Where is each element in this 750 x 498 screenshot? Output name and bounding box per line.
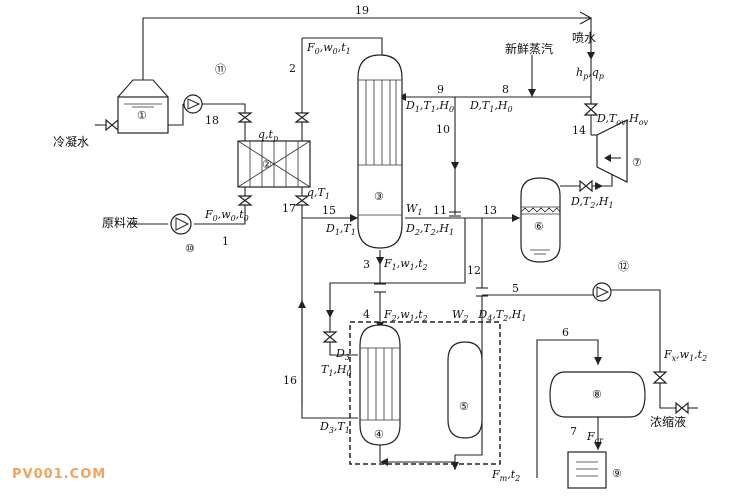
stream-6: 6 bbox=[562, 326, 569, 339]
stream-1: 1 bbox=[222, 235, 229, 248]
equipment-2: ② bbox=[262, 158, 272, 171]
equipment-10: ⑩ bbox=[185, 242, 195, 255]
separator-6 bbox=[520, 177, 561, 263]
stream-7: 7 bbox=[570, 425, 577, 438]
evaporator-4 bbox=[359, 324, 401, 446]
stream-numbers: 1 2 3 4 5 6 7 8 9 10 11 12 13 14 15 16 1… bbox=[205, 4, 586, 438]
heat-exchanger-2 bbox=[237, 140, 311, 188]
stream-2: 2 bbox=[289, 62, 296, 75]
stream-9: 9 bbox=[437, 83, 444, 96]
stream-3: 3 bbox=[363, 258, 370, 271]
stream-19: 19 bbox=[355, 4, 369, 17]
condensate-label: 冷凝水 bbox=[53, 134, 89, 149]
D-T1-H0-label: D,T1,H0 bbox=[469, 99, 513, 114]
D1-T1-H0-top-label: D1,T1,H0 bbox=[405, 99, 454, 114]
equipment-7: ⑦ bbox=[632, 156, 642, 169]
Fm-t2-label: Fm,t2 bbox=[491, 468, 520, 483]
F0-w0-t1-label: F0,w0,t1 bbox=[306, 41, 351, 56]
equipment-12: ⑫ bbox=[618, 260, 629, 273]
valves bbox=[95, 103, 698, 415]
q-T1-label: q,T1 bbox=[307, 186, 330, 201]
equipment-8: ⑧ bbox=[592, 388, 602, 401]
D3-T1-label: D3,T1 bbox=[319, 420, 350, 435]
pump-12 bbox=[592, 282, 612, 302]
watermark: PV001.COM bbox=[12, 467, 106, 482]
stream-15: 15 bbox=[322, 204, 336, 217]
crystallizer-8 bbox=[549, 371, 646, 418]
fresh-steam-label: 新鲜蒸汽 bbox=[505, 41, 553, 56]
D-T2-H1-label: D,T2,H1 bbox=[570, 195, 614, 210]
equipment-5: ⑤ bbox=[459, 400, 469, 413]
stream-17: 17 bbox=[282, 202, 296, 215]
condensate-tank bbox=[117, 79, 169, 134]
stream-16: 16 bbox=[283, 374, 297, 387]
equipment-11: ⑪ bbox=[215, 63, 226, 76]
equipment-4: ④ bbox=[374, 428, 384, 441]
q-tp-label: q,tp bbox=[258, 128, 278, 143]
stream-12: 12 bbox=[467, 264, 481, 277]
equipment-6: ⑥ bbox=[534, 220, 544, 233]
D1-T1-label: D1,T1 bbox=[325, 222, 356, 237]
F1-w1-t2-label: F1,w1,t2 bbox=[383, 257, 428, 272]
stream-8: 8 bbox=[502, 83, 509, 96]
compressor-7 bbox=[591, 119, 628, 183]
evaporator-3 bbox=[357, 54, 403, 249]
separator-5 bbox=[447, 341, 483, 439]
dashed-boundary bbox=[349, 321, 501, 465]
flanges bbox=[374, 211, 488, 297]
Fcr-label: Fcr bbox=[586, 430, 604, 445]
concentrate-label: 浓缩液 bbox=[650, 414, 686, 429]
stream-11: 11 bbox=[433, 204, 447, 217]
W1-label: W1 bbox=[406, 202, 422, 217]
stream-18: 18 bbox=[205, 114, 219, 127]
stream-labels: 喷水 新鲜蒸汽 冷凝水 原料液 浓缩液 q,tp q,T1 F0,w0,t1 F… bbox=[53, 31, 707, 483]
D3-label: D3 bbox=[335, 347, 350, 362]
hp-qp-label: hp,qp bbox=[576, 66, 604, 81]
equipment-numbers: ① ② ③ ④ ⑤ ⑥ ⑦ ⑧ ⑨ ⑩ ⑪ ⑫ bbox=[137, 63, 642, 480]
stream-10: 10 bbox=[436, 123, 450, 136]
D-Tov-Hov-label: D,Tov,Hov bbox=[596, 112, 649, 127]
stream-5: 5 bbox=[512, 282, 519, 295]
Fx-w1-t2-label: Fx,w1,t2 bbox=[663, 348, 707, 363]
water-spray-label: 喷水 bbox=[572, 31, 596, 45]
feed-label: 原料液 bbox=[102, 215, 138, 230]
equipment-1: ① bbox=[137, 109, 147, 122]
T1-H0-label: T1,H0 bbox=[321, 363, 352, 378]
pump-11 bbox=[183, 94, 203, 114]
pipes bbox=[95, 11, 676, 478]
stream-4: 4 bbox=[363, 308, 370, 321]
stream-14: 14 bbox=[572, 124, 586, 137]
F2-w1-t2-label: F2,w1,t2 bbox=[383, 308, 428, 323]
equipment-9: ⑨ bbox=[612, 467, 622, 480]
equipment-3: ③ bbox=[374, 190, 384, 203]
F0-w0-t0-label: F0,w0,t0 bbox=[204, 208, 249, 223]
pump-10 bbox=[170, 213, 192, 235]
stream-13: 13 bbox=[483, 204, 497, 217]
collector-9 bbox=[567, 451, 607, 489]
D2-T2-H1-label: D2,T2,H1 bbox=[405, 222, 454, 237]
